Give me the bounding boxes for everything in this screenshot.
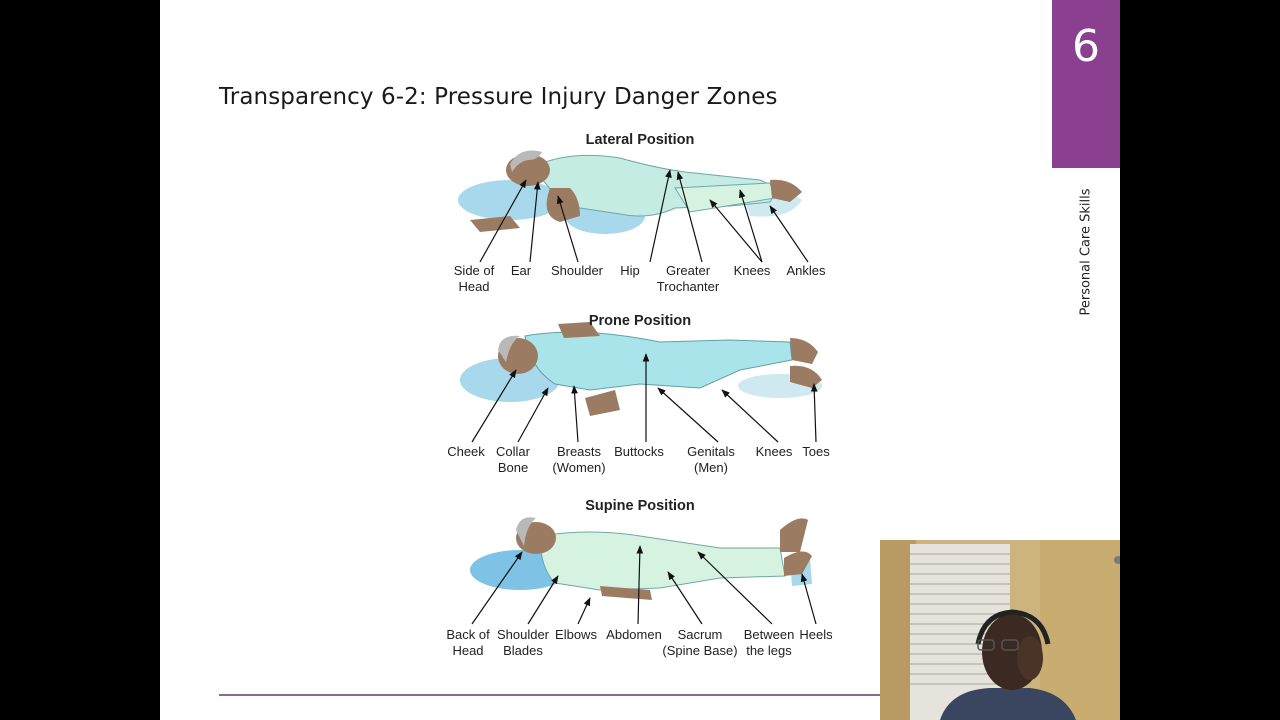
- label-ankles: Ankles: [786, 263, 826, 278]
- label-abdomen: Abdomen: [606, 627, 662, 642]
- section-label: Personal Care Skills: [1078, 188, 1094, 316]
- label-sacrum: Sacrum(Spine Base): [662, 627, 738, 658]
- label-buttocks: Buttocks: [614, 444, 664, 459]
- panel-title-lateral: Lateral Position: [585, 132, 695, 148]
- label-breasts: Breasts(Women): [552, 444, 606, 475]
- prone-figure: [460, 322, 822, 416]
- prone-pointer-lines: [471, 353, 818, 443]
- bottom-divider: [219, 694, 1052, 696]
- pressure-zones-figure: Lateral Position Prone Position Supine P…: [440, 128, 840, 668]
- lateral-figure: [458, 150, 802, 234]
- label-knees-prone: Knees: [755, 444, 793, 459]
- label-heels: Heels: [799, 627, 833, 642]
- slide-title: Transparency 6-2: Pressure Injury Danger…: [219, 84, 778, 110]
- chapter-number: 6: [1072, 21, 1100, 72]
- chapter-tab: 6: [1052, 0, 1120, 168]
- supine-figure: [470, 517, 812, 600]
- label-hip: Hip: [620, 263, 640, 278]
- supine-pointer-lines: [471, 545, 817, 625]
- label-ear: Ear: [510, 263, 532, 278]
- body-illustrations: [458, 150, 822, 625]
- label-elbows: Elbows: [555, 627, 597, 642]
- label-knees-lateral: Knees: [733, 263, 771, 278]
- label-toes: Toes: [802, 444, 830, 459]
- panel-title-supine: Supine Position: [585, 498, 695, 514]
- presentation-slide: Transparency 6-2: Pressure Injury Danger…: [160, 0, 1120, 720]
- label-cheek: Cheek: [447, 444, 485, 459]
- lateral-pointer-lines: [479, 169, 809, 263]
- webcam-video-feed: [880, 540, 1120, 720]
- label-genitals: Genitals(Men): [687, 444, 735, 475]
- webcam-scene: [880, 540, 1120, 720]
- label-shoulder: Shoulder: [550, 263, 604, 278]
- panel-title-prone: Prone Position: [588, 313, 692, 329]
